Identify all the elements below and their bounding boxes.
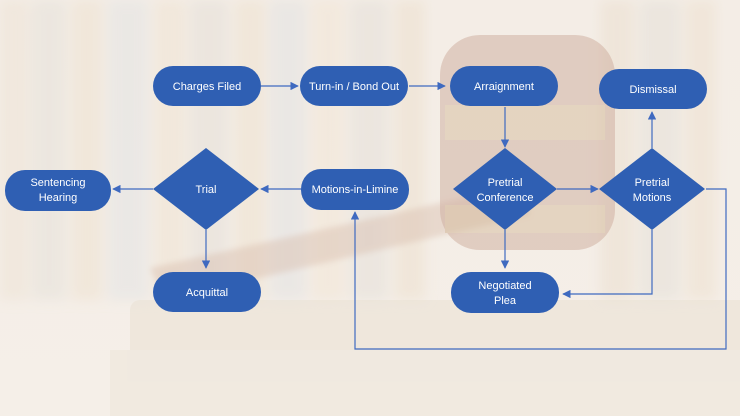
node-motions-in-limine-label: Motions-in-Limine xyxy=(312,184,399,196)
node-arraignment: Arraignment xyxy=(450,66,558,106)
node-acquittal: Acquittal xyxy=(153,272,261,312)
node-acquittal-label: Acquittal xyxy=(186,287,228,299)
node-arraignment-label: Arraignment xyxy=(474,81,534,93)
node-pretrial-conference: Pretrial Conference xyxy=(453,148,557,230)
connector-pretrial-motions-to-motions-in-limine xyxy=(350,188,727,350)
node-charges-filed: Charges Filed xyxy=(153,66,261,106)
node-pretrial-conference-label-line1: Pretrial xyxy=(488,177,523,189)
node-pretrial-motions-label-line2: Motions xyxy=(633,192,672,204)
node-trial: Trial xyxy=(153,148,259,230)
node-negotiated-plea: Negotiated Plea xyxy=(451,272,559,313)
node-negotiated-plea-label-line2: Plea xyxy=(494,295,517,307)
node-sentencing-hearing: Sentencing Hearing xyxy=(5,170,111,211)
node-motions-in-limine: Motions-in-Limine xyxy=(301,169,409,210)
node-sentencing-hearing-label-line1: Sentencing xyxy=(30,177,85,189)
node-pretrial-motions-label-line1: Pretrial xyxy=(635,177,670,189)
connectors xyxy=(112,81,727,350)
connector-pretrial-motions-to-negotiated-plea xyxy=(562,230,653,299)
node-turn-in-bond-out: Turn-in / Bond Out xyxy=(300,66,408,106)
node-pretrial-motions: Pretrial Motions xyxy=(599,148,705,230)
node-sentencing-hearing-label-line2: Hearing xyxy=(39,192,78,204)
node-charges-filed-label: Charges Filed xyxy=(173,81,241,93)
node-pretrial-conference-label-line2: Conference xyxy=(477,192,534,204)
node-trial-label: Trial xyxy=(196,184,217,196)
node-dismissal-label: Dismissal xyxy=(629,84,676,96)
node-dismissal: Dismissal xyxy=(599,69,707,109)
node-turn-in-bond-out-label: Turn-in / Bond Out xyxy=(309,81,399,93)
node-negotiated-plea-label-line1: Negotiated xyxy=(478,280,531,292)
